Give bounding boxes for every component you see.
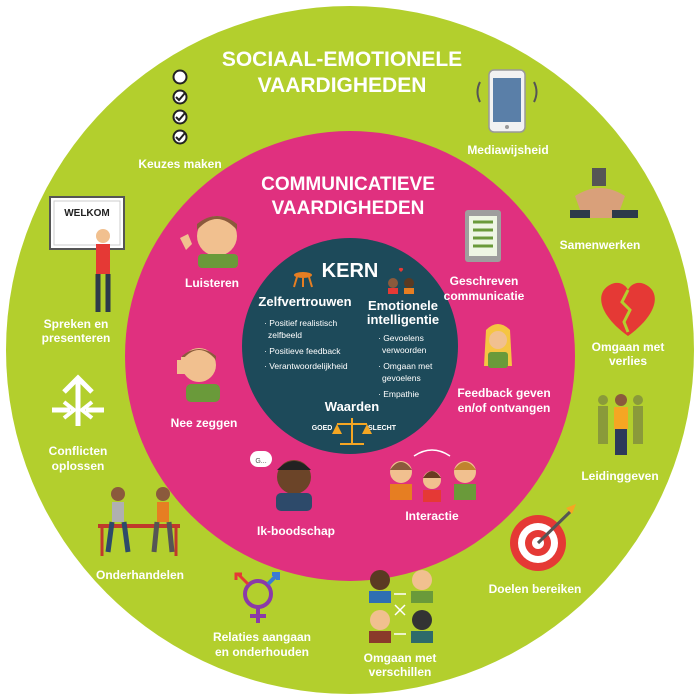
stop-hand-boy-icon (177, 348, 220, 402)
core-slecht: SLECHT (368, 425, 397, 432)
label-ik-boodschap: Ik-boodschap (257, 524, 335, 538)
checklist-icon (172, 69, 188, 145)
smartphone-icon (476, 69, 538, 133)
core-zelf-item-2: zelfbeeld (268, 330, 302, 340)
label-relaties-1: Relaties aangaan (213, 630, 311, 644)
label-spreken-1: Spreken en (44, 317, 109, 331)
core-emo-title-2: intelligentie (367, 312, 439, 327)
core-title: KERN (322, 260, 379, 282)
label-doelen-bereiken: Doelen bereiken (489, 582, 582, 596)
label-keuzes-maken: Keuzes maken (138, 157, 221, 171)
label-omgaan-met-verschillen-2: verschillen (369, 665, 432, 679)
negotiation-table-icon (98, 487, 180, 556)
feedback-girl-icon (484, 324, 512, 368)
outer-title-line1: SOCIAAL-EMOTIONELE (222, 48, 462, 71)
label-mediawijsheid: Mediawijsheid (467, 143, 548, 157)
couple-hearts-icon (388, 267, 414, 294)
middle-title-line1: COMMUNICATIEVE (261, 174, 435, 195)
core-zelf-item-3: · Positieve feedback (264, 346, 341, 356)
listening-boy-icon (180, 216, 238, 268)
label-feedback-2: en/of ontvangen (458, 401, 551, 415)
label-geschreven-2: communicatie (444, 289, 525, 303)
core-emo-item-3: · Omgaan met (378, 361, 433, 371)
label-feedback-1: Feedback geven (457, 386, 550, 400)
label-luisteren: Luisteren (185, 276, 239, 290)
stacked-hands-icon (570, 168, 638, 218)
core-zelf-item-1: · Positief realistisch (264, 318, 337, 328)
core-emo-title-1: Emotionele (368, 298, 438, 313)
core-emo-item-5: · Empathie (378, 389, 419, 399)
label-omgaan-met-verlies-1: Omgaan met (592, 340, 665, 354)
label-onderhandelen: Onderhandelen (96, 568, 184, 582)
label-leidinggeven: Leidinggeven (581, 469, 658, 483)
label-relaties-2: en onderhouden (215, 645, 309, 659)
presenter-icon: WELKOM (49, 196, 125, 312)
label-conflicten-1: Conflicten (49, 444, 108, 458)
core-emo-item-4: gevoelens (382, 373, 421, 383)
label-nee-zeggen: Nee zeggen (171, 416, 238, 430)
core-zelf-title: Zelfvertrouwen (258, 294, 351, 309)
four-people-icon (369, 570, 433, 643)
balance-scale-icon (332, 418, 372, 445)
tablet-icon (465, 210, 501, 262)
outer-title-line2: VAARDIGHEDEN (258, 74, 427, 97)
speaking-boy-icon: G... (250, 451, 312, 511)
label-omgaan-met-verschillen-1: Omgaan met (364, 651, 437, 665)
label-geschreven-1: Geschreven (450, 274, 519, 288)
interaction-group-icon (390, 449, 476, 502)
label-conflicten-2: oplossen (52, 459, 105, 473)
core-waarden-title: Waarden (325, 399, 379, 414)
leader-figure-icon (598, 394, 643, 455)
conflict-arrows-icon (52, 374, 104, 426)
core-goed: GOED (312, 425, 333, 432)
speech-bubble-text: G... (255, 458, 266, 465)
label-spreken-2: presenteren (42, 331, 111, 345)
core-emo-item-2: verwoorden (382, 345, 427, 355)
label-samenwerken: Samenwerken (560, 238, 641, 252)
welkom-sign-text: WELKOM (64, 208, 110, 219)
target-arrow-icon (510, 504, 576, 571)
label-interactie: Interactie (405, 509, 459, 523)
broken-heart-icon (601, 282, 655, 336)
stool-icon (293, 272, 313, 288)
gender-symbols-icon (234, 572, 280, 623)
core-emo-item-1: · Gevoelens (378, 333, 424, 343)
core-zelf-item-4: · Verantwoordelijkheid (264, 361, 348, 371)
middle-title-line2: VAARDIGHEDEN (272, 198, 425, 219)
label-omgaan-met-verlies-2: verlies (609, 354, 647, 368)
